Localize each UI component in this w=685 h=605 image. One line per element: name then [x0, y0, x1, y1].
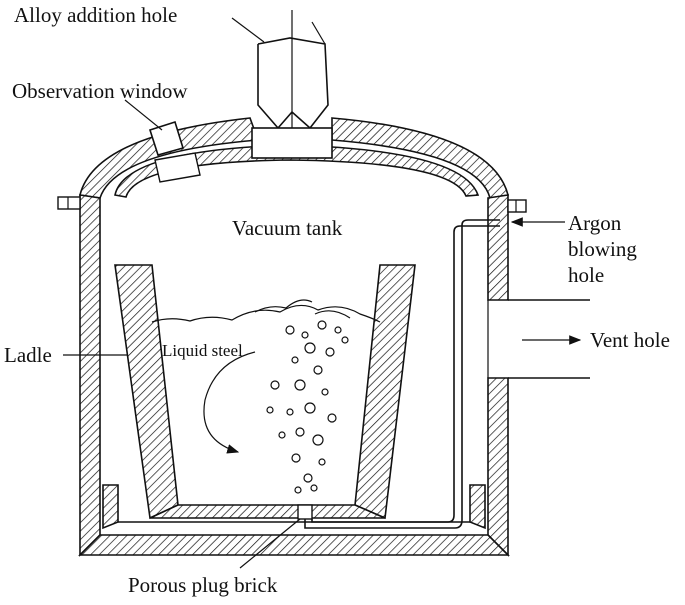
bubble: [334, 326, 342, 334]
bubble: [318, 458, 326, 466]
circulation-arrow: [203, 351, 256, 454]
argon-bubbles: [266, 320, 349, 494]
label-porous-plug-brick: Porous plug brick: [128, 573, 278, 597]
ladle-wall-left: [114, 264, 179, 520]
bubble: [266, 406, 274, 414]
bubble: [285, 325, 295, 335]
ladle-wall-right: [354, 264, 416, 520]
observation-window: [148, 120, 201, 183]
tank-wall-left: [79, 194, 101, 557]
vent-pipe: [487, 299, 590, 379]
label-observation-window: Observation window: [12, 79, 188, 103]
bubble: [304, 402, 316, 414]
label-ladle: Ladle: [4, 343, 52, 367]
label-argon-line1: Argon: [568, 211, 622, 235]
bubble: [291, 453, 301, 463]
bubble: [303, 473, 313, 483]
inner-arch-lining: [114, 144, 480, 198]
bubble: [312, 434, 324, 446]
bubble: [341, 336, 349, 344]
ladle-support-frame-right: [469, 484, 486, 530]
bubble: [301, 331, 309, 339]
bubble: [313, 365, 323, 375]
label-argon-line3: hole: [568, 263, 604, 287]
label-vent-hole: Vent hole: [590, 328, 670, 352]
ladle-bottom: [149, 504, 386, 519]
label-argon-line2: blowing: [568, 237, 637, 261]
bubble: [294, 486, 302, 494]
label-liquid-steel: Liquid steel: [162, 341, 243, 360]
leader-plug: [239, 518, 301, 569]
bubble: [294, 379, 306, 391]
bubble: [317, 320, 327, 330]
bubble: [295, 427, 305, 437]
bubble: [291, 356, 299, 364]
bubble: [278, 431, 286, 439]
bubble: [304, 342, 316, 354]
bubble: [286, 408, 294, 416]
tank-wall-right-upper: [487, 194, 509, 301]
tank-bottom: [78, 534, 510, 556]
tank-wall-right-lower: [487, 377, 509, 557]
ladle: [114, 264, 416, 520]
argon-pipe: [297, 219, 500, 529]
steel-surface: [151, 304, 381, 323]
bubble: [325, 347, 335, 357]
label-alloy-addition-hole: Alloy addition hole: [14, 3, 177, 27]
porous-plug: [297, 504, 313, 520]
leader-observation: [124, 99, 163, 131]
bubble: [327, 413, 337, 423]
right-flange: [507, 199, 527, 213]
bubble: [270, 380, 280, 390]
bubble: [321, 388, 329, 396]
alloy-addition-hopper: [251, 10, 333, 159]
bubble: [310, 484, 318, 492]
vacuum-tank-shell: [57, 117, 527, 557]
leader-alloy: [231, 17, 265, 43]
left-flange: [57, 196, 81, 210]
ladle-support-frame-left: [102, 484, 119, 530]
label-vacuum-tank: Vacuum tank: [232, 216, 343, 240]
